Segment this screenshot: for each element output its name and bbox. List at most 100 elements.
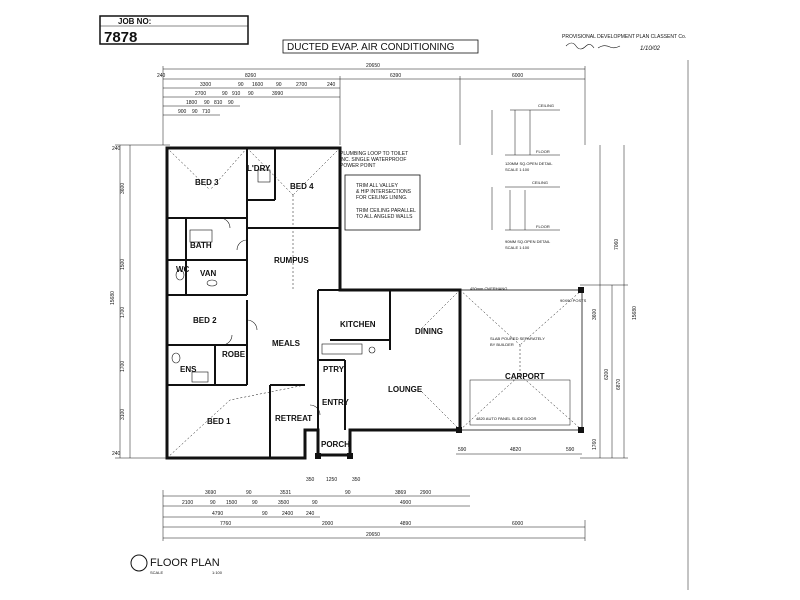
laundry-trough [257, 169, 271, 183]
dim-label: 2100 [182, 500, 193, 506]
detail-caption: 90MM SQ.OPEN DETAIL [505, 239, 551, 244]
room-wc: WC [176, 265, 190, 274]
room-bed-3: BED 3 [195, 178, 219, 187]
house-outer-wall [165, 146, 462, 460]
dim-label: 90 [276, 82, 282, 88]
dim-label: 3500 [278, 500, 289, 506]
left-dimensions: 240 3600 1500 1700 1700 3100 240 15680 [110, 144, 170, 459]
room-meals: MEALS [272, 339, 301, 348]
open-detail-120: CEILING FLOOR 120MM SQ.OPEN DETAIL SCALE… [491, 103, 560, 172]
dim-label: 90 [228, 100, 234, 106]
basin [206, 279, 218, 287]
dim-label: 90 [252, 500, 258, 506]
room-porch: PORCH [321, 440, 350, 449]
plumbing-note-line3: POWER POINT [340, 163, 376, 169]
dim-label: 90 [192, 109, 198, 115]
post-marker [315, 453, 321, 459]
dim-label: 1600 [252, 82, 263, 88]
interior-walls [167, 148, 391, 458]
dim-label: 2700 [296, 82, 307, 88]
dim-label: 3300 [200, 82, 211, 88]
dim-label: 240 [112, 451, 121, 457]
drawing-title: DUCTED EVAP. AIR CONDITIONING [287, 42, 455, 53]
scale-value: 1:100 [212, 570, 223, 575]
dim-label: 2400 [282, 511, 293, 517]
dim-total-width-bottom: 20650 [366, 532, 380, 538]
dim-total-width: 20650 [366, 63, 380, 69]
plumbing-note-line1: PLUMBING LOOP TO TOILET [340, 151, 408, 157]
room-dining: DINING [415, 327, 443, 336]
floor-plan-title: FLOOR PLAN [150, 557, 220, 569]
dim-label: 6200 [604, 369, 610, 380]
dim-label: 4790 [212, 511, 223, 517]
post-marker [578, 427, 584, 433]
room-bed-1: BED 1 [207, 417, 231, 426]
dim-label: 6000 [512, 521, 523, 527]
dim-label: 3990 [272, 91, 283, 97]
dim-label: 350 [352, 477, 361, 483]
posts-note: 90X90 POSTS [560, 298, 587, 303]
room-robe: ROBE [222, 350, 246, 359]
dim-label: 8260 [245, 73, 256, 79]
dim-label: 90 [210, 500, 216, 506]
dim-label: 1500 [120, 259, 126, 270]
overhang-note: 450mm OVERHANG [470, 286, 507, 291]
dim-label: 6390 [390, 73, 401, 79]
dim-label: 3531 [280, 490, 291, 496]
dim-label: 810 [214, 100, 223, 106]
dim-label: 1250 [326, 477, 337, 483]
dim-label: 1500 [226, 500, 237, 506]
room-bed-2: BED 2 [193, 316, 217, 325]
right-dimensions: 7060 3600 6200 6870 1760 15680 [580, 145, 638, 459]
open-detail-90: CEILING FLOOR 90MM SQ.OPEN DETAIL SCALE … [491, 180, 560, 250]
sink [368, 346, 376, 354]
floor-plan-caption: FLOOR PLAN SCALE 1:100 [130, 554, 223, 575]
dim-label: 350 [306, 477, 315, 483]
dim-label: 3100 [120, 409, 126, 420]
bottom-dimensions: 3690 90 3531 90 3869 2900 2100 90 1500 9… [162, 447, 586, 541]
dim-label: 590 [566, 447, 575, 453]
trim-note-line5: TO ALL ANGLED WALLS [356, 214, 413, 220]
dim-label: 1760 [592, 439, 598, 450]
signature-date: 1/10/02 [640, 46, 661, 52]
roof-hip-lines [166, 147, 461, 459]
toilet [175, 269, 185, 281]
dim-label: 90 [262, 511, 268, 517]
fixtures [171, 169, 376, 383]
dim-label: 90 [246, 490, 252, 496]
top-dimensions: 20650 240 8260 6390 6000 3300 90 1600 90… [157, 63, 586, 145]
room-ensuite: ENS [180, 365, 197, 374]
detail-scale: SCALE 1:100 [505, 245, 530, 250]
room-lounge: LOUNGE [388, 385, 423, 394]
job-number: 7878 [104, 29, 137, 46]
floor-label: FLOOR [536, 224, 550, 229]
handwritten-signature [565, 42, 621, 50]
dim-label: 710 [202, 109, 211, 115]
dim-label: 590 [458, 447, 467, 453]
room-entry: ENTRY [322, 398, 349, 407]
scale-label: SCALE [150, 570, 163, 575]
detail-caption: 120MM SQ.OPEN DETAIL [505, 161, 553, 166]
ceiling-label: CEILING [538, 103, 554, 108]
title-block: DUCTED EVAP. AIR CONDITIONING [282, 39, 479, 54]
dim-total-depth-right: 15680 [632, 306, 638, 320]
room-rumpus: RUMPUS [274, 256, 309, 265]
dim-label: 2900 [420, 490, 431, 496]
trim-note-line1: TRIM ALL VALLEY [356, 183, 399, 189]
dim-total-depth: 15680 [110, 291, 116, 305]
toilet [171, 352, 181, 364]
dim-label: 90 [204, 100, 210, 106]
carport-area: 450mm OVERHANG 90X90 POSTS SLAB POURED S… [456, 286, 587, 433]
dim-label: 1700 [120, 307, 126, 318]
ceiling-label: CEILING [532, 180, 548, 185]
job-label: JOB NO: [118, 17, 151, 26]
post-marker [578, 287, 584, 293]
dim-label: 3600 [120, 183, 126, 194]
dim-label: 4820 [510, 447, 521, 453]
room-labels: BED 3 L'DRY BED 4 BATH WC VAN RUMPUS BED… [176, 164, 545, 449]
shower [191, 371, 209, 383]
dim-label: 90 [238, 82, 244, 88]
slab-note-line1: SLAB POURED SEPARATELY [490, 336, 545, 341]
kitchen-bench [321, 343, 363, 355]
dim-label: 2700 [195, 91, 206, 97]
